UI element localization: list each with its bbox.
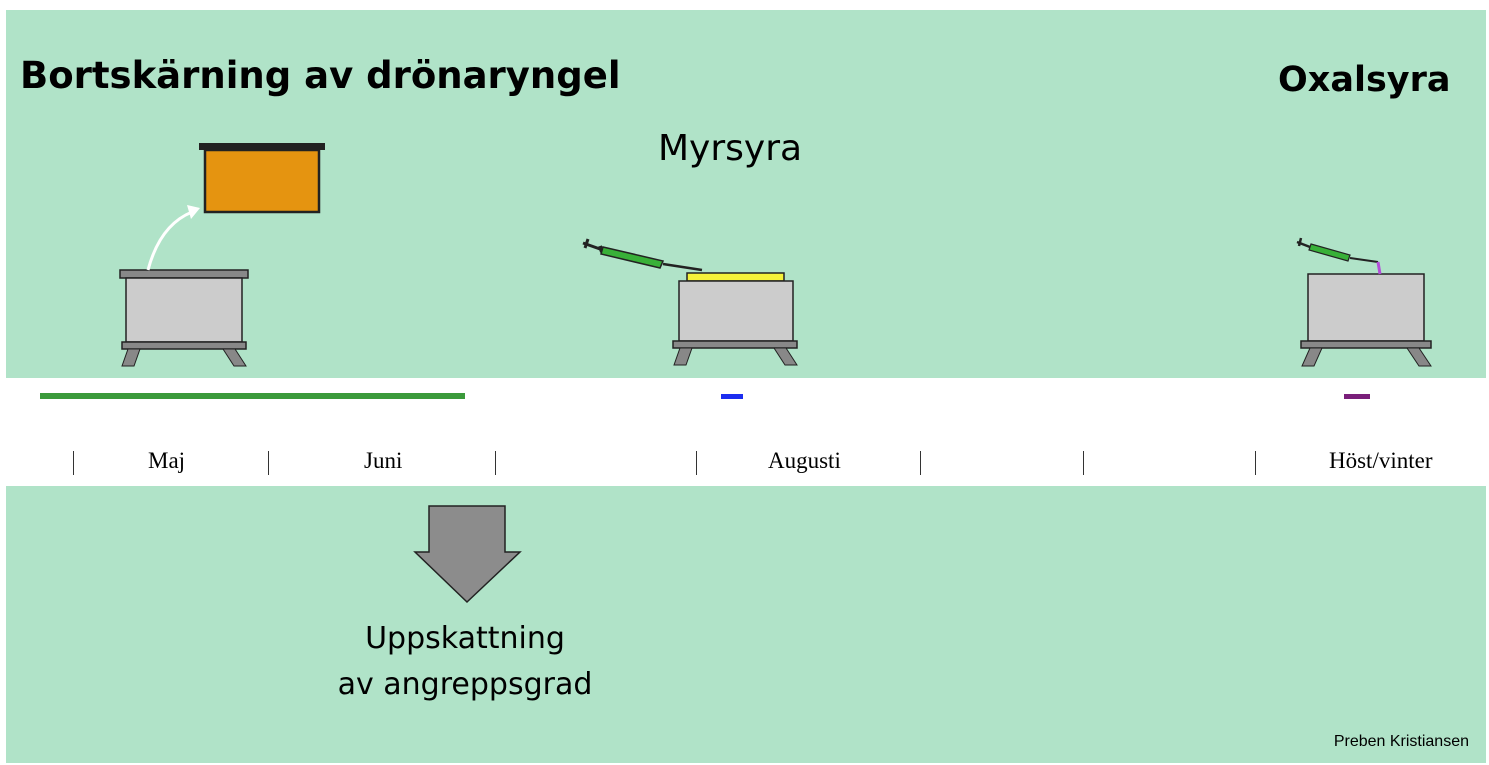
drone-removal-period-bar	[40, 393, 465, 399]
drone-frame-icon	[199, 143, 325, 214]
month-label-augusti: Augusti	[768, 448, 841, 473]
syringe-icon	[582, 238, 703, 272]
arrow-icon	[146, 205, 200, 271]
timeline-tick	[1255, 451, 1256, 475]
timeline-tick	[73, 451, 74, 475]
estimate-line-1: Uppskattning	[365, 621, 565, 656]
syringe-icon	[1296, 237, 1382, 275]
title-drone-removal: Bortskärning av drönaryngel	[20, 54, 621, 97]
timeline-tick	[495, 451, 496, 475]
timeline-tick	[696, 451, 697, 475]
oxalic-acid-period-bar	[1344, 394, 1370, 399]
timeline-tick	[268, 451, 269, 475]
estimate-text: Uppskattning av angreppsgrad	[300, 616, 630, 708]
month-label-maj: Maj	[148, 448, 186, 473]
month-label-juni: Juni	[364, 448, 403, 473]
timeline-tick	[1083, 451, 1084, 475]
estimate-line-2: av angreppsgrad	[337, 667, 593, 702]
timeline-tick	[920, 451, 921, 475]
month-label-host-vinter: Höst/vinter	[1329, 448, 1433, 473]
title-formic-acid: Myrsyra	[658, 128, 803, 169]
formic-acid-period-bar	[721, 394, 743, 399]
credit-text: Preben Kristiansen	[1333, 733, 1469, 750]
title-oxalic-acid: Oxalsyra	[1278, 60, 1451, 100]
down-arrow-icon	[413, 505, 522, 604]
hive-icon	[672, 272, 798, 366]
hive-icon	[1300, 273, 1432, 367]
hive-icon	[119, 269, 249, 367]
lower-panel	[6, 486, 1486, 763]
